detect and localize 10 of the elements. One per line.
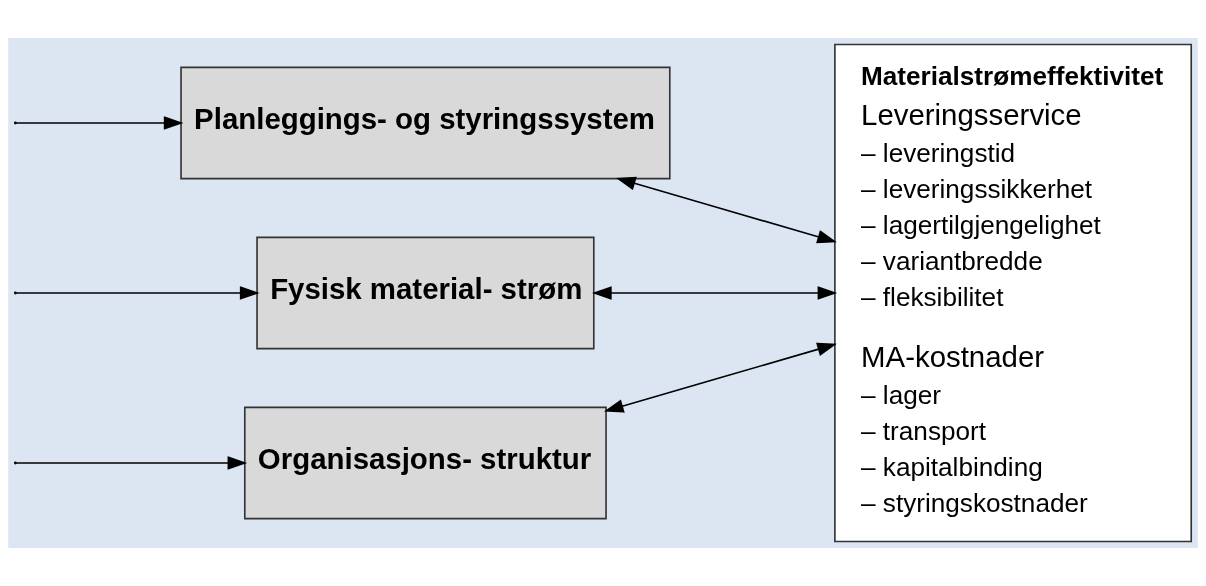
arrow: [616, 176, 837, 244]
arrow: [15, 116, 184, 130]
arrow: [15, 286, 260, 300]
node-box: Materialstrømeffektivitet Leveringsservice – leveringstid – leveringssikkerhet – lagertilgjengelighet – variantbredde – fleksibilitet MA-kostnader – lager – transport – kapitalbinding – styringskostnader: [834, 43, 1193, 543]
arrow: [603, 342, 837, 413]
node-box: Planleggings- og styringssystem: [180, 66, 671, 180]
node-box: Fysisk material- strøm: [256, 236, 595, 350]
node-box: Organisasjons- struktur: [243, 406, 607, 520]
arrow: [15, 456, 248, 470]
arrow: [592, 286, 838, 300]
